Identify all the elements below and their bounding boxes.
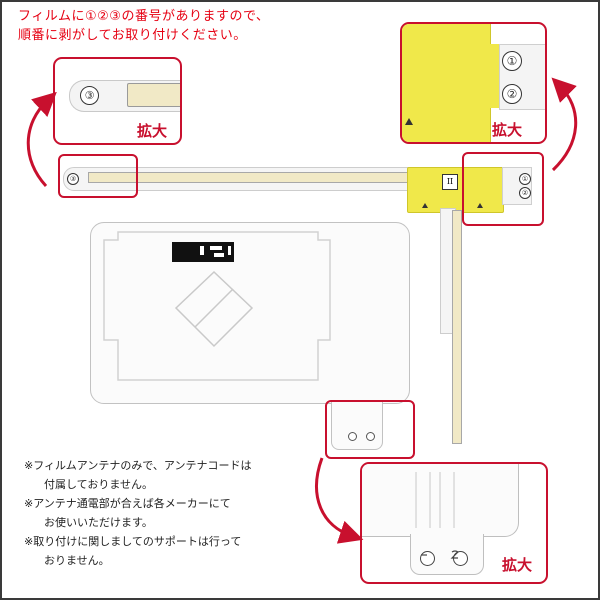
arrow-to-right-callout xyxy=(551,77,578,172)
note-line-6: おりません。 xyxy=(44,554,110,567)
connector-mark: II xyxy=(442,174,458,190)
note-line-2: 付属しておりません。 xyxy=(44,478,154,491)
notes-list: ※フィルムアンテナのみで、アンテナコードは 付属しておりません。 ※アンテナ通電… xyxy=(24,456,251,570)
zoom-callout-right: ① ② 拡大 xyxy=(400,22,547,144)
mini-hole-1 xyxy=(348,432,357,441)
zoom-label-right: 拡大 xyxy=(492,121,523,139)
instruction-line-1: フィルムに①②③の番号がありますので、 xyxy=(18,9,270,24)
zoom-label-bottom: 拡大 xyxy=(502,556,533,574)
triangle-mark-1 xyxy=(422,203,428,208)
yellow-tab-side xyxy=(488,44,500,108)
zoomed-tab-guide xyxy=(415,472,455,528)
zoomed-hole-glyphs xyxy=(421,550,459,559)
note-line-3: ※アンテナ通電部が合えば各メーカーにて xyxy=(24,497,231,510)
film-sheet-tab xyxy=(331,401,383,450)
diamond-guide xyxy=(174,270,254,348)
film-number-2-small: ② xyxy=(519,187,531,199)
instruction-line-2: 順番に剥がしてお取り付けください。 xyxy=(18,28,247,43)
arrow-to-left-callout xyxy=(26,91,57,188)
film-number-1-zoomed: ① xyxy=(502,51,522,71)
triangle-mark-2 xyxy=(477,203,483,208)
film-sheet xyxy=(90,222,410,404)
sheet-guide-outline xyxy=(103,231,331,381)
zoom-callout-left: ③ 拡大 xyxy=(53,57,182,145)
film-number-2-zoomed: ② xyxy=(502,84,522,104)
mini-hole-2 xyxy=(366,432,375,441)
film-number-3-small: ③ xyxy=(67,173,79,185)
tab-logo-icon xyxy=(172,242,234,262)
highlight-connector xyxy=(462,152,544,226)
note-line-4: お使いいただけます。 xyxy=(44,516,153,529)
instruction-text: フィルムに①②③の番号がありますので、 順番に剥がしてお取り付けください。 xyxy=(18,7,269,45)
antenna-vertical-element xyxy=(452,210,462,444)
film-number-3: ③ xyxy=(80,86,99,105)
film-number-1-small: ① xyxy=(519,173,531,185)
note-line-5: ※取り付けに関しましてのサポートは行って xyxy=(24,535,242,548)
antenna-element-end xyxy=(127,83,180,107)
triangle-mark-zoomed xyxy=(405,118,413,125)
arrow-to-bottom-callout xyxy=(315,457,364,544)
zoom-label-left: 拡大 xyxy=(137,122,168,140)
highlight-sheet-tab xyxy=(325,400,415,459)
note-line-1: ※フィルムアンテナのみで、アンテナコードは xyxy=(24,459,252,472)
highlight-strip-end xyxy=(58,154,138,198)
